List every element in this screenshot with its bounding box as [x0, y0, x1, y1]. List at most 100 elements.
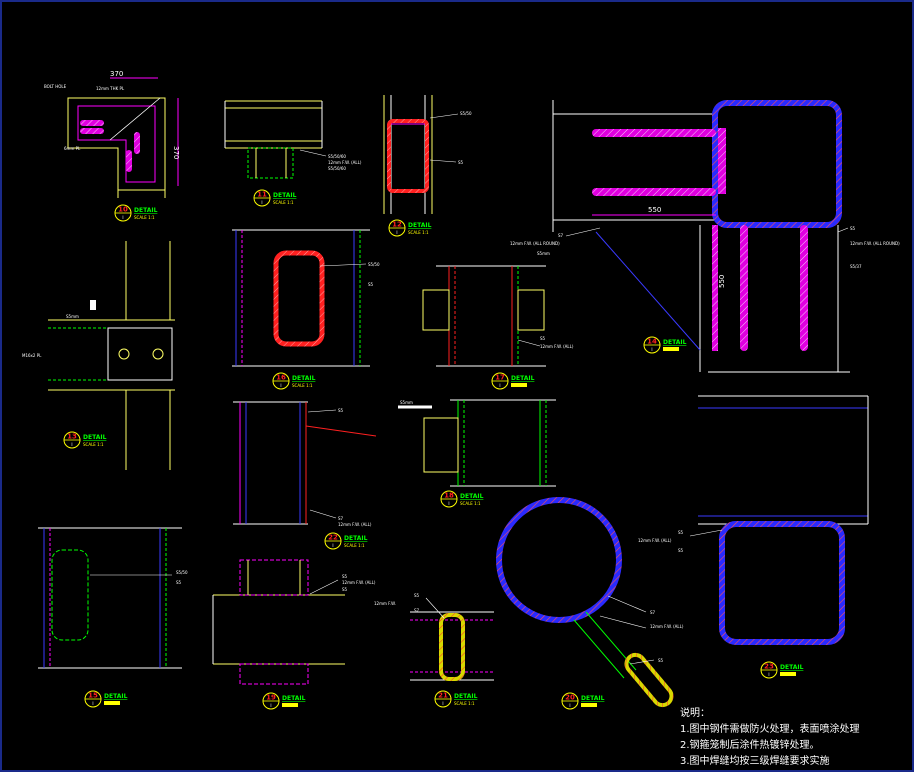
dim-d10-height: 370	[172, 146, 180, 159]
note-d22-1: S5	[338, 408, 344, 413]
callout-label: DETAIL	[104, 693, 128, 700]
note-d11-2: 12mm F.W. (ALL)	[328, 160, 362, 165]
callout-number: 13	[67, 433, 77, 441]
callout-scale-bar	[663, 347, 679, 351]
callout-scale-bar	[780, 672, 796, 676]
callout-scale-bar	[511, 383, 527, 387]
detail-17-drawing	[422, 265, 546, 367]
callout-number: 11	[257, 191, 267, 199]
note-d14-r1: S5	[850, 226, 856, 231]
callout-sheet: I	[71, 442, 72, 447]
callout-label: DETAIL	[292, 375, 316, 382]
note-d14-r3: S5/37	[850, 264, 862, 269]
callout-sheet: I	[92, 701, 93, 706]
callout-number: 22	[328, 534, 338, 542]
note-d10-top: BOLT HOLE	[44, 84, 67, 89]
note-d12-1: S5/50	[460, 111, 472, 116]
detail-20-drawing	[496, 497, 674, 708]
callout-label: DETAIL	[134, 207, 158, 214]
detail-18-drawing	[398, 399, 556, 487]
note-d11-3: S5/50/60	[328, 166, 346, 171]
callout-scale-bar	[282, 703, 298, 707]
note-d10-left: 6mm PL	[64, 146, 81, 151]
note-d16-1: S5/50	[368, 262, 380, 267]
callout-scale: SCALE 1:1	[292, 383, 313, 388]
callout-sheet: I	[442, 701, 443, 706]
note-d10-top2: 12mm THK PL	[96, 86, 125, 91]
note-d13-2: M16x2 PL	[22, 353, 42, 358]
callout-scale: SCALE 1:1	[83, 442, 104, 447]
note-d14-l1: S7	[558, 233, 564, 238]
note-d19-3: S5	[342, 587, 348, 592]
note-d19-1: S5	[342, 574, 348, 579]
callout-label: DETAIL	[344, 535, 368, 542]
dim-d14-width: 550	[648, 206, 661, 214]
callout-sheet: I	[499, 383, 500, 388]
callout-scale: SCALE 1:1	[344, 543, 365, 548]
detail-callout-20: 20I DETAIL	[561, 692, 605, 710]
note-d18-1: S5mm	[400, 400, 413, 405]
callout-label: DETAIL	[83, 434, 107, 441]
note-d20-1: S7	[650, 610, 656, 615]
callout-number: 20	[565, 694, 575, 702]
callout-label: DETAIL	[511, 375, 535, 382]
note-d17-2: 12mm F.W. (ALL)	[540, 344, 574, 349]
callout-sheet: I	[332, 543, 333, 548]
dim-d10-width: 370	[110, 70, 123, 78]
note-d15-1: S5/50	[176, 570, 188, 575]
detail-16-drawing	[232, 229, 370, 367]
callout-scale-bar	[104, 701, 120, 705]
general-notes: 说明： 1.图中钢件需做防火处理，表面喷涂处理 2.钢箍笼制后涂件热镀锌处理。 …	[680, 706, 910, 770]
note-d19-2: 12mm F.W. (ALL)	[342, 580, 376, 585]
callout-sheet: I	[569, 703, 570, 708]
detail-11-drawing	[224, 100, 327, 179]
note-d11-1: S5/50/60	[328, 154, 346, 159]
callout-sheet: I	[280, 383, 281, 388]
note-d15-2: S5	[176, 580, 182, 585]
callout-label: DETAIL	[454, 693, 478, 700]
callout-sheet: I	[448, 501, 449, 506]
detail-21-drawing	[410, 597, 494, 681]
callout-number: 17	[495, 374, 505, 382]
callout-scale-bar	[581, 703, 597, 707]
note-d14-l2: 12mm F.W. (ALL ROUND)	[510, 241, 560, 246]
callout-number: 15	[88, 692, 98, 700]
note-d23-3: S5	[678, 548, 684, 553]
callout-number: 14	[647, 338, 657, 346]
detail-22-drawing	[233, 401, 377, 525]
detail-19-drawing	[212, 559, 345, 685]
detail-15-drawing	[38, 527, 182, 669]
note-item-3: 3.图中焊缝均按三级焊缝要求实施	[680, 756, 830, 767]
note-item-2: 2.钢箍笼制后涂件热镀锌处理。	[680, 740, 820, 751]
callout-label: DETAIL	[273, 192, 297, 199]
callout-label: DETAIL	[780, 664, 804, 671]
callout-label: DETAIL	[663, 339, 687, 346]
callout-number: 12	[392, 221, 402, 229]
note-d12-2: S5	[458, 160, 464, 165]
detail-14-drawing	[552, 100, 850, 373]
note-d13-1: S5mm	[66, 314, 79, 319]
detail-callout-15: 15I DETAIL	[84, 690, 128, 708]
note-d22-3: 12mm F.W. (ALL)	[338, 522, 372, 527]
callout-scale: SCALE 1:1	[134, 215, 155, 220]
callout-number: 19	[266, 694, 276, 702]
note-d21-1: S5	[414, 593, 420, 598]
callout-label: DETAIL	[282, 695, 306, 702]
callout-sheet: I	[651, 347, 652, 352]
note-d21-2: 12mm F.W.	[374, 601, 396, 606]
callout-sheet: I	[768, 672, 769, 677]
note-d16-2: S5	[368, 282, 374, 287]
note-d21-3: S7	[414, 608, 420, 613]
dim-d14-height: 550	[718, 275, 726, 288]
callout-sheet: I	[270, 703, 271, 708]
callout-number: 16	[276, 374, 286, 382]
callout-label: DETAIL	[581, 695, 605, 702]
